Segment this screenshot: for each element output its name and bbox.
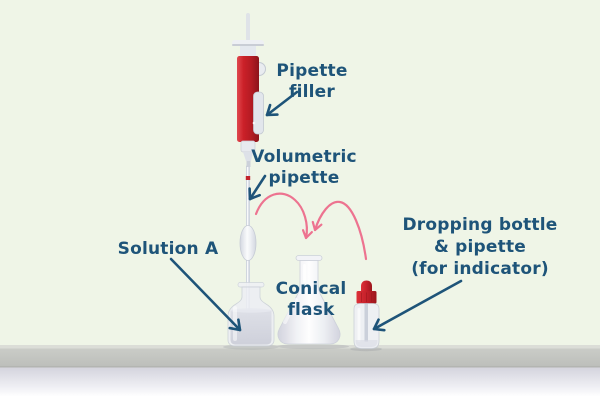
bench-bottom-edge: [0, 366, 600, 368]
label-arrow-dropping-bottle: [372, 279, 463, 332]
dropper-bottle-highlight: [357, 308, 361, 342]
dropper-bulb: [361, 280, 372, 292]
dropper-bottle-base-shade: [355, 340, 378, 347]
filler-disc-shadow: [232, 44, 264, 46]
label-arrow-solution-a: [169, 257, 242, 332]
pipette-graduation-band: [245, 176, 251, 180]
dropping-bottle-graphic: [353, 280, 380, 349]
label-solution-a: Solution A: [117, 239, 219, 259]
liquid-surface: [230, 308, 272, 313]
transfer-arrows: [254, 192, 368, 261]
conical-flask-graphic: [277, 255, 341, 345]
filler-taper: [243, 152, 253, 161]
label-dropping-bottle: Dropping bottle & pipette (for indicator…: [402, 215, 558, 280]
flask-body: [277, 260, 341, 345]
filler-collar-top: [240, 46, 256, 57]
label-pipette-filler: Pipette filler: [276, 61, 348, 102]
bench-face: [0, 348, 600, 366]
bench-top-edge: [0, 345, 600, 349]
bench-graphic: [0, 345, 600, 400]
transfer-arrow-dropper-to-flask: [311, 200, 368, 261]
filler-plunger-rod: [246, 13, 250, 41]
label-arrows: [169, 90, 463, 332]
label-conical-flask: Conical flask: [275, 279, 347, 320]
label-arrow-pipette-filler: [265, 90, 299, 117]
filler-nozzle: [246, 161, 251, 167]
flask-rim: [295, 255, 323, 261]
flask-neck-highlight: [303, 264, 306, 283]
dropper-inner-tube: [364, 303, 368, 342]
label-volumetric-pipette: Volumetric pipette: [251, 147, 357, 188]
bench-floor-fade: [0, 367, 600, 400]
filler-dot: [252, 121, 256, 125]
pipette-bulb: [239, 225, 257, 261]
transfer-arrow-pipette-to-flask: [254, 192, 313, 240]
flask-cone-highlight: [283, 298, 298, 324]
dropper-cap-ridges: [361, 292, 372, 302]
label-arrow-volumetric-pipette: [248, 174, 267, 201]
filler-side-lever: [253, 91, 264, 135]
pipette-filler-graphic: [232, 13, 266, 167]
